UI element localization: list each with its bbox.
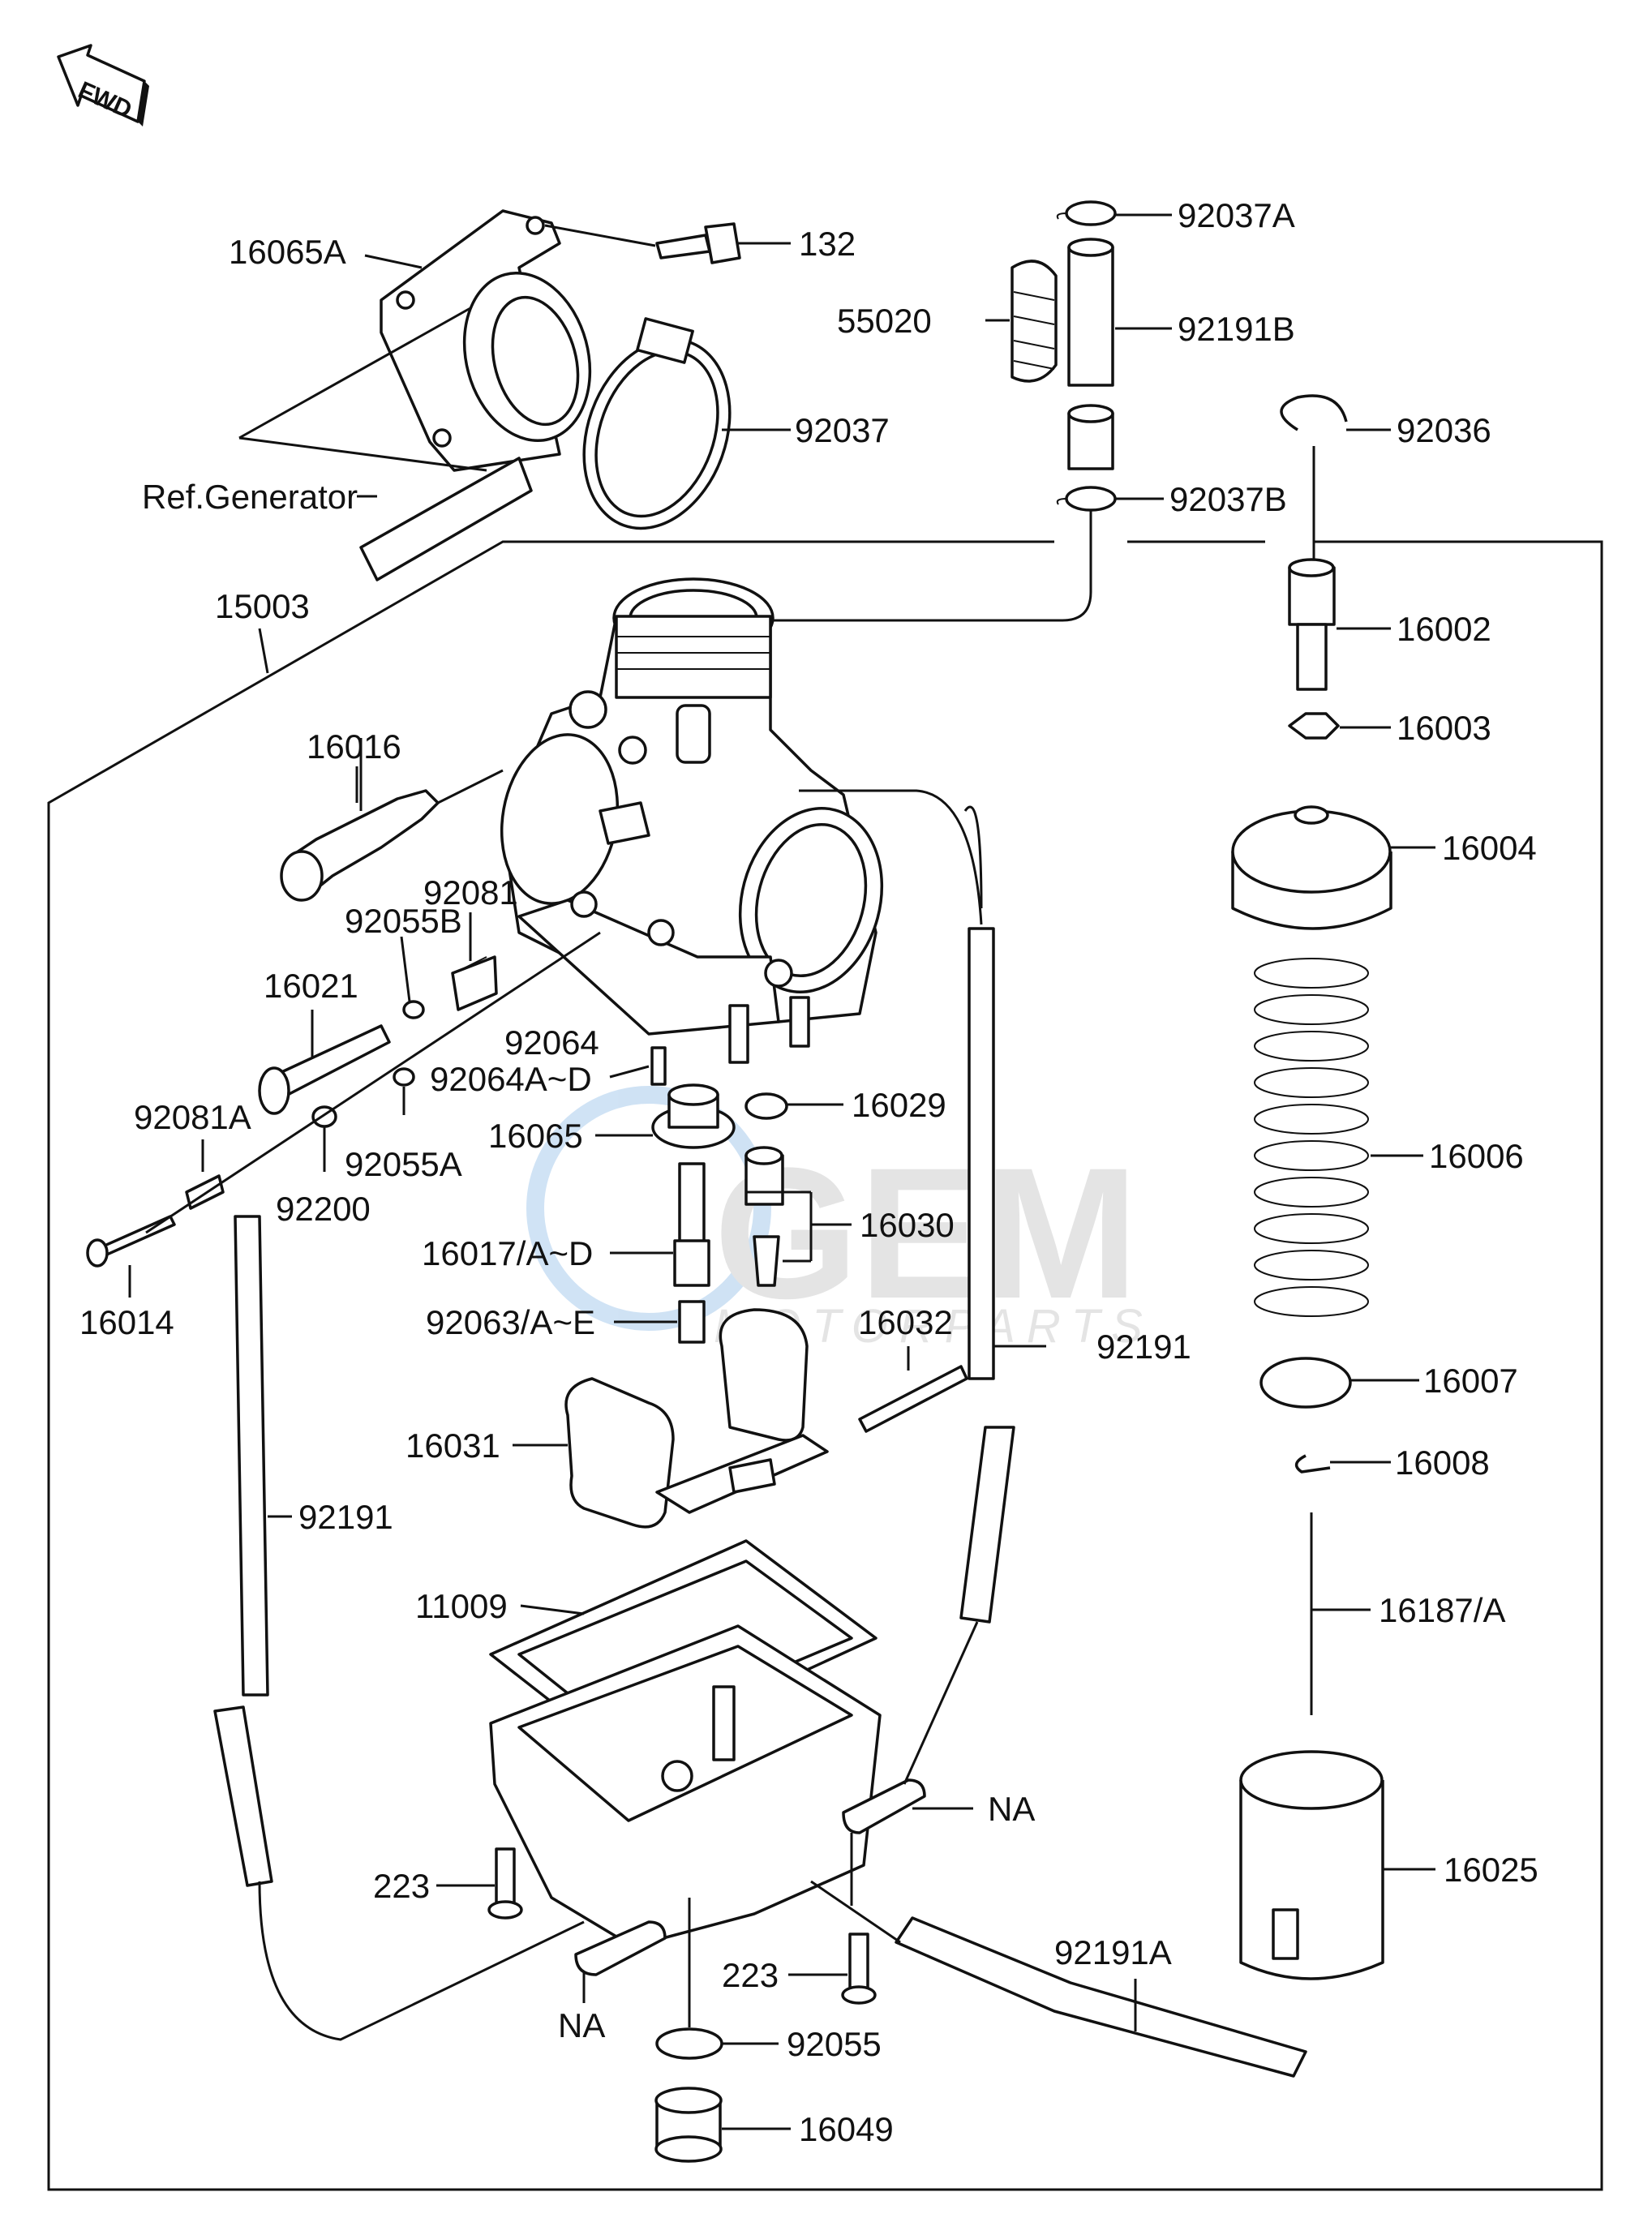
bolt-132 bbox=[655, 222, 741, 264]
label-15003: 15003 bbox=[215, 587, 310, 625]
hose-92191-right bbox=[799, 789, 1015, 1785]
label-16031: 16031 bbox=[405, 1426, 500, 1465]
label-92055B: 92055B bbox=[345, 902, 462, 940]
float-valve-seat-16030 bbox=[744, 1146, 784, 1287]
hose-92191-left bbox=[213, 1215, 585, 2041]
ref-generator-plate bbox=[359, 457, 533, 581]
screw-223-left bbox=[487, 1847, 523, 1920]
hose-92191A bbox=[895, 1916, 1307, 2078]
label-92063AE: 92063/A~E bbox=[426, 1303, 595, 1341]
label-92036: 92036 bbox=[1397, 411, 1491, 449]
label-92037B: 92037B bbox=[1169, 480, 1287, 518]
plate-16007 bbox=[1259, 1357, 1352, 1409]
clip-16008 bbox=[1294, 1454, 1331, 1474]
label-16007: 16007 bbox=[1423, 1362, 1518, 1400]
float-pin-16032 bbox=[858, 1365, 968, 1433]
label-92064: 92064 bbox=[504, 1023, 599, 1062]
label-92037A: 92037A bbox=[1178, 196, 1295, 234]
label-92200: 92200 bbox=[276, 1190, 371, 1228]
label-16006: 16006 bbox=[1429, 1137, 1524, 1175]
label-16016: 16016 bbox=[307, 727, 401, 766]
label-92191A: 92191A bbox=[1054, 1933, 1172, 1971]
label-16065: 16065 bbox=[488, 1117, 583, 1155]
top-cap-16004 bbox=[1231, 805, 1392, 930]
label-16025: 16025 bbox=[1444, 1851, 1538, 1889]
label-92191-left: 92191 bbox=[298, 1498, 393, 1536]
float-16031 bbox=[564, 1308, 829, 1529]
throttle-valve-16025 bbox=[1239, 1750, 1384, 1980]
drain-plug-16049 bbox=[654, 2087, 723, 2163]
adjuster-16002 bbox=[1288, 558, 1336, 691]
label-16032: 16032 bbox=[858, 1303, 953, 1341]
breather-tube-92191B bbox=[1067, 238, 1114, 470]
part-labels: 16065A 132 92037 Ref.Generator 15003 920… bbox=[79, 196, 1538, 2148]
label-92055: 92055 bbox=[787, 2025, 882, 2063]
label-223-mid: 223 bbox=[722, 1956, 779, 1994]
label-na-right: NA bbox=[988, 1790, 1035, 1828]
cap-92037A bbox=[1056, 200, 1117, 226]
label-16030: 16030 bbox=[860, 1206, 955, 1244]
label-16002: 16002 bbox=[1397, 610, 1491, 648]
o-ring-16029 bbox=[744, 1092, 788, 1120]
washer-92055B bbox=[402, 1000, 425, 1019]
spring-92081 bbox=[451, 955, 498, 1011]
label-92191B: 92191B bbox=[1178, 310, 1295, 348]
spring-16006 bbox=[1254, 958, 1369, 1317]
circlip-92036 bbox=[1280, 394, 1348, 431]
label-16021: 16021 bbox=[264, 967, 358, 1005]
throttle-stop-screw-16016 bbox=[280, 789, 440, 902]
hose-clamp bbox=[582, 317, 732, 530]
intake-holder bbox=[380, 209, 592, 472]
label-92081A: 92081A bbox=[134, 1098, 251, 1136]
label-92064AD: 92064A~D bbox=[430, 1060, 592, 1098]
fwd-arrow-icon: FWD bbox=[57, 44, 149, 127]
bracket-na-bottom bbox=[574, 1920, 667, 1976]
label-16014: 16014 bbox=[79, 1303, 174, 1341]
label-55020: 55020 bbox=[837, 302, 932, 340]
screw-223-mid bbox=[841, 1933, 877, 2005]
label-16187A: 16187/A bbox=[1379, 1591, 1505, 1629]
label-na-bottom: NA bbox=[558, 2006, 605, 2044]
label-16017AD: 16017/A~D bbox=[422, 1234, 593, 1272]
o-ring-92055 bbox=[655, 2027, 723, 2060]
carburetor-body bbox=[500, 577, 884, 1064]
label-ref-generator: Ref.Generator bbox=[142, 478, 358, 516]
label-16008: 16008 bbox=[1395, 1444, 1490, 1482]
cap-92037B bbox=[1056, 486, 1117, 512]
label-92037: 92037 bbox=[795, 411, 890, 449]
needle-jet-holder-16065 bbox=[651, 1083, 736, 1149]
label-16029: 16029 bbox=[852, 1086, 946, 1124]
leader-lines bbox=[128, 213, 1435, 2130]
float-bowl bbox=[489, 1624, 882, 1948]
pin-92064 bbox=[650, 1046, 667, 1086]
watermark-brand: GEM bbox=[714, 1129, 1139, 1337]
bracket-na-right bbox=[842, 1778, 926, 1834]
label-16065A: 16065A bbox=[229, 233, 346, 271]
label-11009: 11009 bbox=[415, 1587, 508, 1625]
bushing-55020 bbox=[1011, 260, 1058, 383]
label-16004: 16004 bbox=[1442, 829, 1537, 867]
main-jet-16017 bbox=[673, 1162, 710, 1287]
pilot-air-screw-16021 bbox=[258, 1024, 391, 1115]
label-92081: 92081 bbox=[423, 873, 518, 912]
nut-16003 bbox=[1288, 712, 1340, 740]
o-ring-92055A bbox=[393, 1067, 415, 1087]
pilot-jet-92063 bbox=[678, 1300, 706, 1344]
label-16049: 16049 bbox=[799, 2110, 894, 2148]
label-92055A: 92055A bbox=[345, 1145, 462, 1183]
label-92191-right: 92191 bbox=[1096, 1328, 1191, 1366]
label-16003: 16003 bbox=[1397, 709, 1491, 747]
label-223-left: 223 bbox=[373, 1867, 430, 1905]
label-132: 132 bbox=[799, 225, 856, 263]
assembly-bracket bbox=[47, 540, 1603, 2191]
